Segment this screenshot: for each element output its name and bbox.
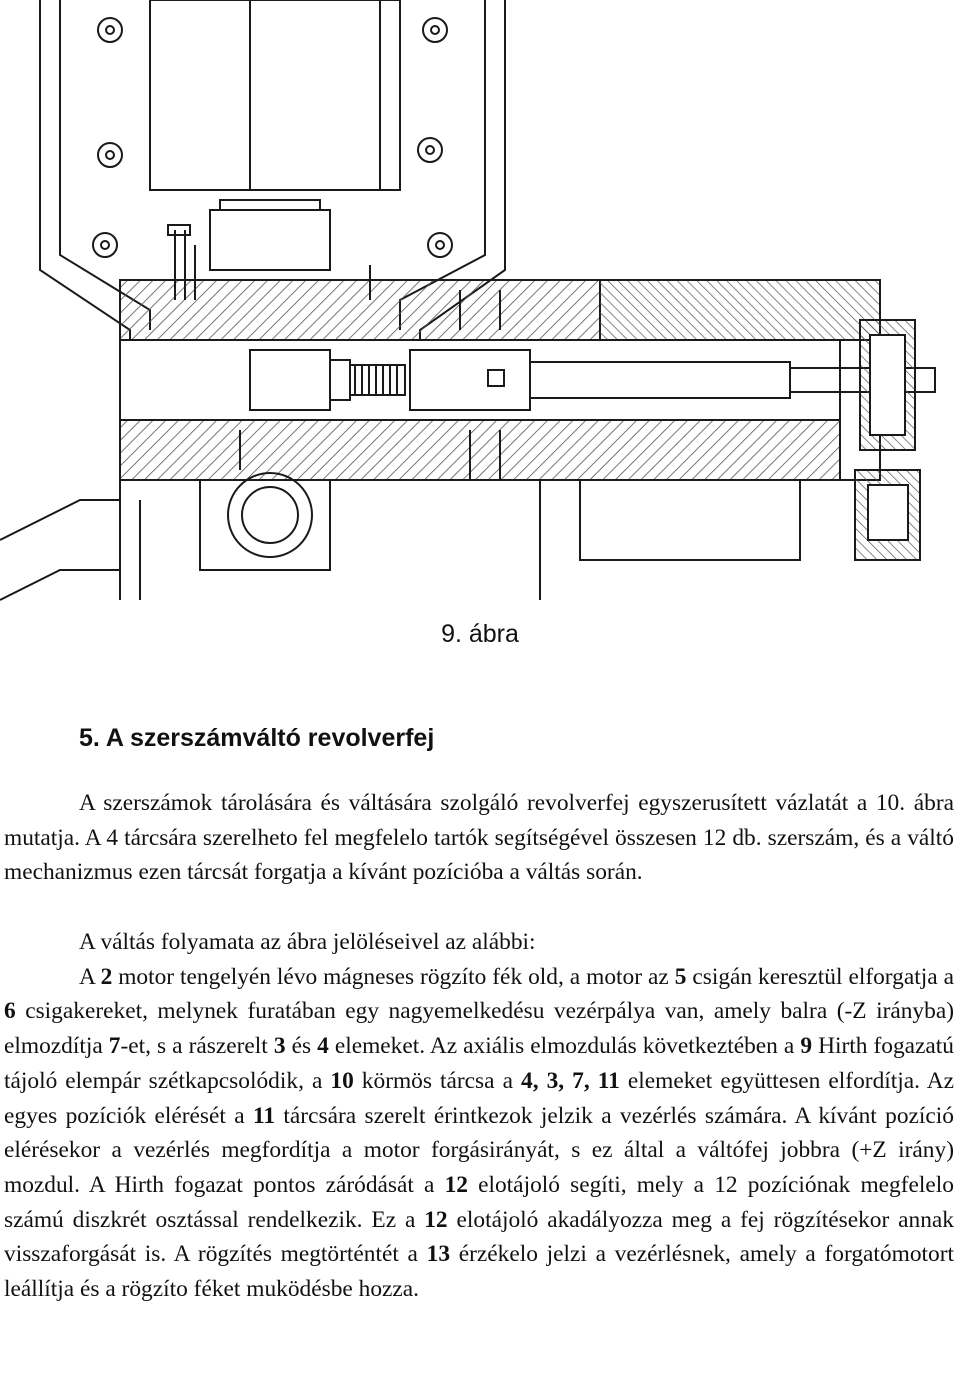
upper-housing-wall	[119, 279, 601, 341]
ref-number: 2	[100, 963, 113, 990]
ref-number: 10	[330, 1067, 354, 1094]
bolt-hole	[92, 232, 118, 258]
paragraph-1: A szerszámok tárolására és váltására szo…	[4, 790, 954, 886]
main-shaft	[529, 361, 791, 399]
ref-number: 3	[273, 1033, 286, 1060]
bolt-hole	[97, 142, 123, 168]
paragraph-2-intro: A váltás folyamata az ábra jelöléseivel …	[79, 929, 536, 955]
ref-number: 12	[424, 1206, 448, 1233]
bolt-hole	[97, 17, 123, 43]
ref-number: 4	[317, 1033, 329, 1060]
ref-number: 4, 3, 7, 11	[521, 1067, 620, 1094]
ref-number: 9	[800, 1033, 813, 1060]
motor-rotor	[249, 349, 331, 411]
lower-housing-wall	[119, 419, 841, 481]
ref-number: 7	[108, 1033, 121, 1060]
motor-body	[209, 209, 331, 271]
ref-number: 13	[426, 1241, 451, 1268]
ref-number: 5	[674, 963, 687, 990]
housing-block	[149, 0, 401, 191]
shaft-block	[409, 349, 531, 411]
section-heading: 5. A szerszámváltó revolverfej	[79, 724, 435, 752]
technical-drawing	[0, 0, 936, 601]
bolt-hole	[417, 137, 443, 163]
bolt-hole	[427, 232, 453, 258]
body-paragraph-2: A váltás folyamata az ábra jelöléseivel …	[4, 925, 954, 1307]
ref-number: 6	[4, 998, 16, 1025]
figure-caption: 9. ábra	[441, 620, 519, 648]
worm	[349, 364, 406, 396]
body-paragraph-1: A szerszámok tárolására és váltására szo…	[4, 786, 954, 890]
bearing-bore	[227, 472, 313, 558]
ref-number: 11	[252, 1102, 276, 1129]
bolt-hole	[422, 17, 448, 43]
base-frame	[119, 479, 801, 600]
paragraph-3: A 2 motor tengelyén lévo mágneses rögzít…	[4, 963, 955, 1303]
ref-number: 12	[444, 1171, 468, 1198]
